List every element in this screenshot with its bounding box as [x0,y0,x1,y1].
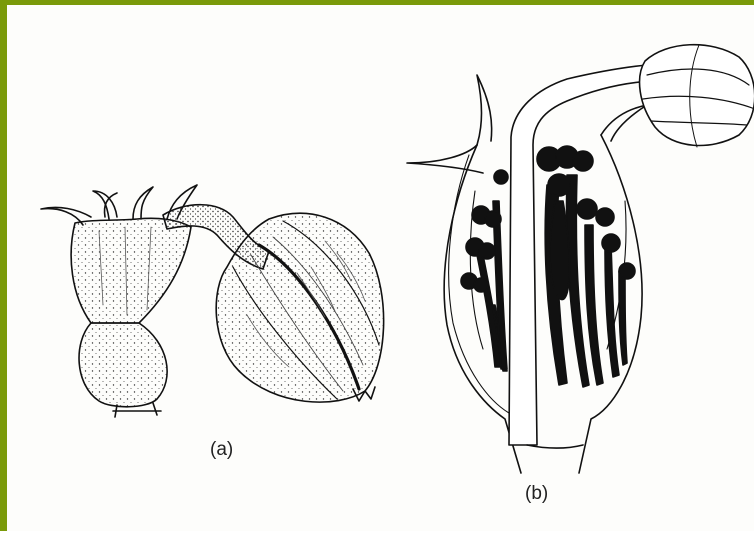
stigma-head [640,45,754,146]
sepal-top-left [477,75,492,145]
sepal-3 [133,187,153,219]
panel-b-drawing [407,45,754,473]
stamens-left [461,170,508,371]
botanical-illustration [7,5,754,536]
calyx-tube [71,218,191,323]
panel-b-label: (b) [525,483,548,505]
panel-a-label: (a) [210,439,233,461]
ovary-base [79,323,167,407]
stamens-right [537,146,635,387]
style-column [509,65,651,445]
sepal-right [601,105,647,141]
panel-a-drawing [41,185,384,417]
